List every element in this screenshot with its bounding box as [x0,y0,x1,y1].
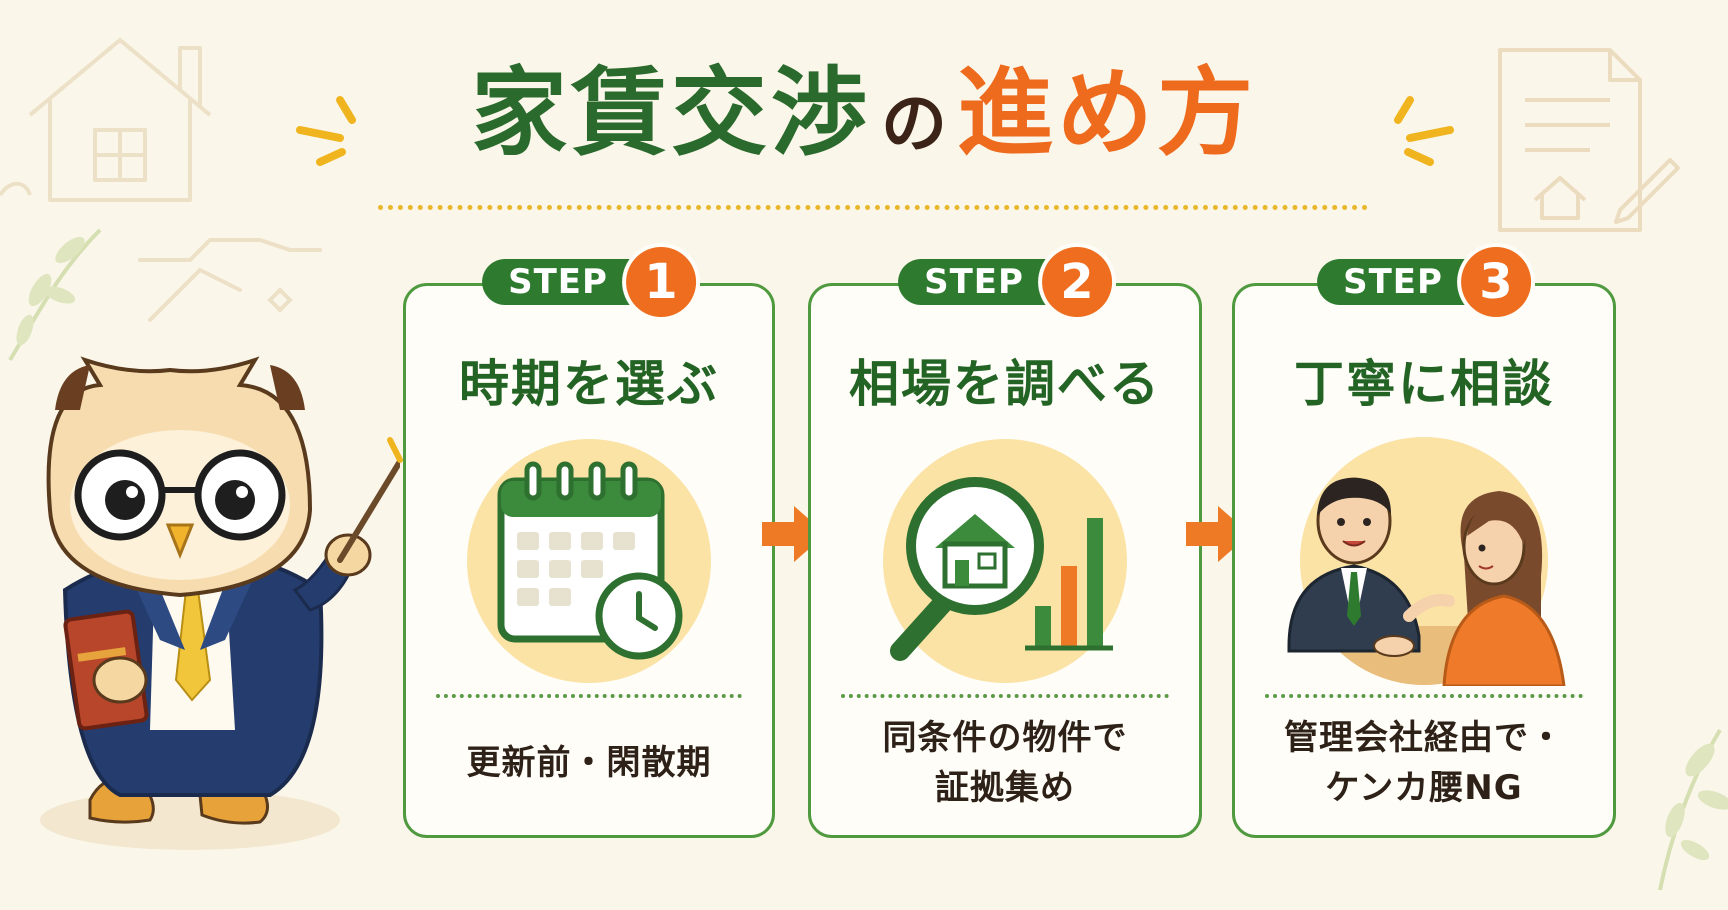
magnifier-house-chart-icon [883,439,1127,683]
leaf-branch-icon [8,228,102,362]
step-card-2: STEP 2 相場を調べる 同条件の物件で 証拠集め [808,247,1202,838]
step-tag-2: STEP 2 [898,247,1112,317]
card-divider [1265,694,1583,698]
step-description: 更新前・閑散期 [416,711,762,815]
step-tag-1: STEP 1 [482,247,696,317]
consultation-people-icon [1287,437,1566,686]
page-title: 家賃交渉の進め方 [0,48,1728,178]
step-description-line: 管理会社経由で・ [1284,718,1564,758]
step-description-line: 更新前・閑散期 [466,743,712,783]
step-card-1: STEP 1 時期を選ぶ 更新前・閑散期 [403,247,775,838]
step-description: 管理会社経由で・ ケンカ腰NG [1245,711,1603,815]
step-description-line: ケンカ腰NG [1325,768,1523,808]
step-illustration [811,436,1199,686]
step-illustration [1235,436,1613,686]
title-main: 家賃交渉 [471,57,871,169]
card-divider [436,694,742,698]
step-heading: 時期を選ぶ [459,355,719,413]
house-outline-icon [0,38,212,202]
sparkle-left-icon [296,96,356,166]
step-number-badge: 3 [1460,247,1531,317]
document-pencil-icon [1498,48,1680,232]
step-heading: 相場を調べる [849,355,1161,413]
step-label: STEP [482,259,652,305]
title-accent: 進め方 [957,57,1257,169]
step-number-badge: 2 [1041,247,1112,317]
step-card-3: STEP 3 丁寧に相談 [1232,247,1616,838]
owl-mascot-icon [40,356,400,850]
card-divider [841,694,1169,698]
sparkle-right-icon [1394,96,1454,166]
calendar-clock-icon [467,439,711,683]
step-illustration [406,436,772,686]
step-tag-3: STEP 3 [1317,247,1531,317]
step-description: 同条件の物件で 証拠集め [821,711,1189,815]
title-divider [378,205,1368,210]
step-description-line: 証拠集め [935,768,1075,808]
leaf-branch-icon [1658,728,1728,890]
step-label: STEP [1317,259,1487,305]
step-description-line: 同条件の物件で [882,718,1128,758]
title-particle: の [881,85,947,162]
roof-sketch-icon [138,238,322,322]
step-number-badge: 1 [625,247,696,317]
step-heading: 丁寧に相談 [1294,355,1554,413]
step-label: STEP [898,259,1068,305]
